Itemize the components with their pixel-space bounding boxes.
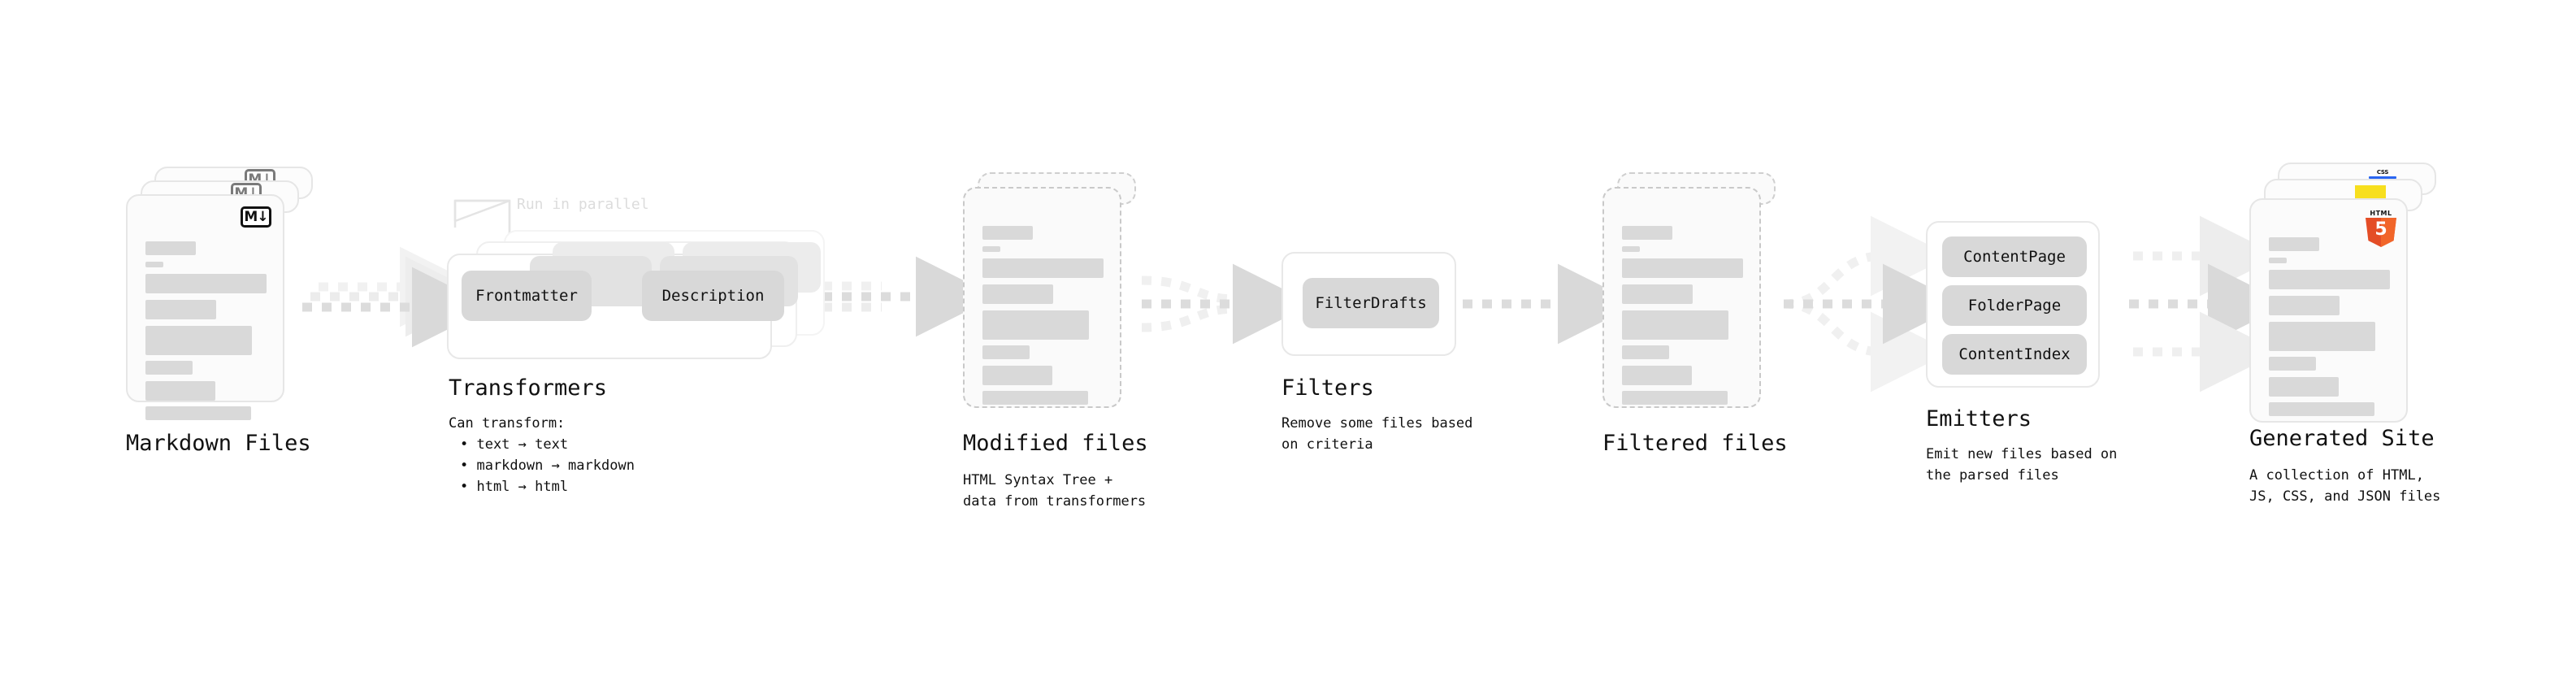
- css-badge-label: CSS: [2376, 169, 2389, 176]
- emitter-chip-folderpage[interactable]: FolderPage: [1942, 285, 2087, 326]
- doc-bar: [1622, 391, 1728, 405]
- doc-bar: [145, 300, 216, 319]
- html5-shield-inner: [2381, 218, 2396, 247]
- doc-bar: [145, 361, 193, 375]
- transformers-bullet-2: • html → html: [460, 479, 569, 495]
- arrow-transformers-to-modified: [822, 256, 996, 337]
- filter-chip-filterdrafts[interactable]: FilterDrafts: [1303, 278, 1439, 328]
- doc-bar: [1622, 246, 1640, 252]
- doc-bar: [1622, 258, 1743, 278]
- transformer-chip-description[interactable]: Description: [642, 271, 784, 321]
- doc-bar: [982, 226, 1033, 240]
- doc-bar: [2269, 322, 2375, 351]
- doc-bar: [2269, 237, 2319, 251]
- doc-bar: [145, 326, 252, 355]
- filtered-files-card-stack[interactable]: [1602, 172, 1781, 408]
- markdown-files-card-stack[interactable]: M↓ M↓ M↓: [126, 167, 313, 420]
- doc-bar: [2269, 402, 2374, 416]
- arrow-filtered-to-emitters: [1783, 215, 1963, 393]
- transformer-chip-frontmatter[interactable]: Frontmatter: [462, 271, 592, 321]
- transformers-subtitle: Can transform:: [449, 415, 566, 432]
- filters-subtitle: Remove some files based on criteria: [1281, 415, 1473, 453]
- doc-bar: [2269, 357, 2316, 371]
- generated-site-card-stack[interactable]: CSS HTML 5: [2249, 163, 2436, 423]
- doc-bar: [982, 258, 1104, 278]
- doc-bar: [2269, 258, 2287, 263]
- markdown-badge: M↓: [241, 206, 271, 228]
- modified-files-title: Modified files: [963, 431, 1148, 456]
- filtered-files-title: Filtered files: [1602, 431, 1788, 456]
- doc-bar: [145, 274, 267, 293]
- emitters-box[interactable]: ContentPage FolderPage ContentIndex: [1926, 221, 2100, 388]
- doc-bar: [1622, 366, 1692, 385]
- emitters-title: Emitters: [1926, 406, 2032, 432]
- generated-site-subtitle: A collection of HTML, JS, CSS, and JSON …: [2249, 467, 2441, 505]
- html5-icon: HTML 5: [2366, 210, 2396, 247]
- generated-site-title: Generated Site: [2249, 426, 2435, 451]
- transformers-bullet-0: • text → text: [460, 436, 569, 453]
- arrow-modified-to-filters: [1141, 263, 1313, 345]
- arrow-emitters-to-site: [2129, 215, 2288, 393]
- modified-files-subtitle: HTML Syntax Tree + data from transformer…: [963, 472, 1147, 510]
- doc-bar: [145, 381, 215, 401]
- doc-bar: [982, 284, 1053, 304]
- doc-bar: [145, 241, 196, 255]
- modified-files-card-stack[interactable]: [963, 172, 1142, 408]
- emitter-chip-contentindex[interactable]: ContentIndex: [1942, 334, 2087, 375]
- markdown-files-card[interactable]: M↓: [126, 194, 284, 420]
- css-badge: CSS: [2369, 169, 2396, 179]
- emitters-subtitle: Emit new files based on the parsed files: [1926, 446, 2118, 484]
- doc-bar: [145, 262, 163, 267]
- doc-bar: [1622, 345, 1669, 359]
- transformers-group[interactable]: Frontmatter Description Frontmatter Desc…: [439, 203, 829, 366]
- doc-bar: [982, 366, 1052, 385]
- markdown-files-title: Markdown Files: [126, 431, 311, 456]
- css-badge-rule: [2369, 176, 2396, 179]
- html5-digit: 5: [2374, 219, 2387, 240]
- generated-site-card[interactable]: HTML 5: [2249, 198, 2408, 423]
- transformers-title: Transformers: [449, 375, 608, 401]
- doc-bar: [2269, 270, 2390, 289]
- html5-label: HTML: [2370, 210, 2392, 217]
- doc-bar: [1622, 310, 1728, 340]
- filters-title: Filters: [1281, 375, 1374, 401]
- doc-bar: [2269, 296, 2340, 315]
- filters-box[interactable]: FilterDrafts: [1281, 252, 1456, 356]
- filtered-files-card[interactable]: [1602, 187, 1761, 408]
- modified-files-card[interactable]: [963, 187, 1121, 408]
- doc-bar: [982, 310, 1089, 340]
- arrow-markdown-to-transformers: [302, 246, 492, 348]
- doc-bar: [1622, 226, 1672, 240]
- doc-bar: [145, 406, 251, 420]
- transformers-bullet-1: • markdown → markdown: [460, 458, 635, 474]
- run-in-parallel-label: Run in parallel: [517, 196, 649, 213]
- emitter-chip-contentpage[interactable]: ContentPage: [1942, 236, 2087, 277]
- doc-bar: [982, 345, 1030, 359]
- doc-bar: [2269, 377, 2339, 397]
- doc-bar: [1622, 284, 1693, 304]
- js-badge: [2355, 185, 2386, 202]
- doc-bar: [982, 391, 1088, 405]
- doc-bar: [982, 246, 1000, 252]
